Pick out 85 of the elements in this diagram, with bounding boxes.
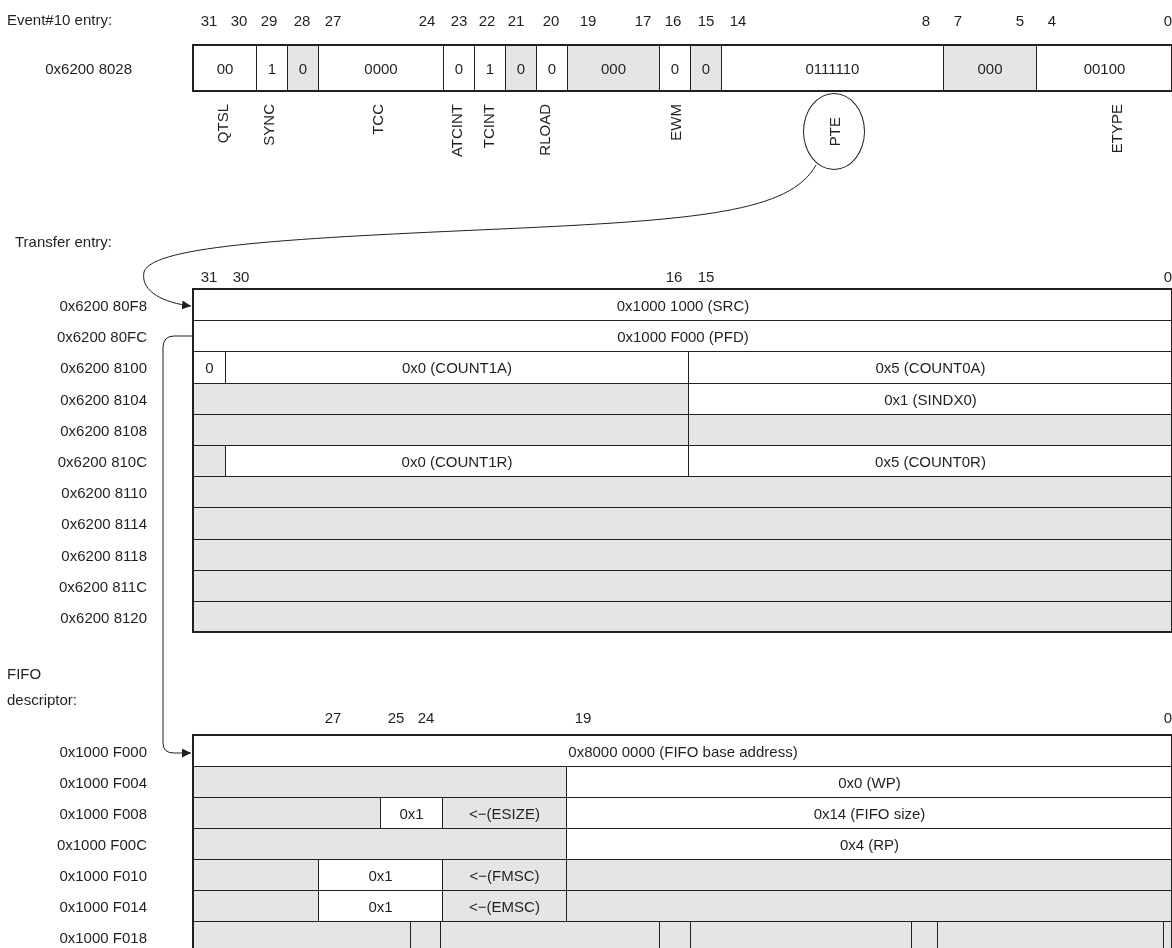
reserved-cell: [193, 890, 319, 922]
bit-number: 8: [921, 12, 931, 28]
reserved-cell: [193, 859, 319, 891]
address-label: 0x6200 8028: [45, 60, 132, 76]
address-label: 0x1000 F000: [59, 743, 147, 758]
bit-number: 24: [418, 12, 436, 28]
bit-number: 21: [507, 12, 525, 28]
address-label: 0x6200 8108: [60, 422, 147, 437]
bit-number: 19: [579, 12, 597, 28]
reserved-cell: [193, 476, 1172, 508]
address-label: 0x1000 F004: [59, 774, 147, 789]
address-label: 0x6200 8114: [61, 515, 147, 531]
bit-number: 17: [634, 12, 652, 28]
register-cell: 0: [690, 45, 722, 92]
address-label: 0x1000 F014: [59, 898, 147, 913]
connector-arrow: [143, 164, 817, 310]
bit-number: 19: [574, 709, 592, 725]
register-cell: 0: [505, 45, 537, 92]
bit-number: 30: [232, 268, 250, 284]
reserved-cell: [193, 570, 1172, 602]
address-label: 0x6200 810C: [57, 453, 147, 468]
bit-number: 0: [1163, 709, 1172, 725]
reserved-cell: [566, 859, 1172, 891]
bit-number: 15: [697, 12, 715, 28]
reserved-cell: [193, 828, 567, 860]
address-label: 0x6200 80FC: [56, 328, 147, 343]
bit-number: 0: [1163, 268, 1172, 284]
section-heading: Transfer entry:: [15, 232, 112, 252]
address-label: 0x6200 8110: [61, 484, 147, 499]
bit-number: 4: [1047, 12, 1057, 28]
reserved-cell: [193, 539, 1172, 571]
address-label: 0x1000 F018: [59, 929, 147, 944]
reserved-cell: [193, 766, 567, 798]
field-name: RLOAD: [537, 104, 552, 156]
register-cell: 0: [287, 45, 319, 92]
bit-number: 16: [664, 12, 682, 28]
bit-number: 25: [387, 709, 405, 725]
bit-number: 22: [478, 12, 496, 28]
section-heading: FIFO descriptor:: [7, 664, 79, 710]
address-label: 0x1000 F010: [59, 867, 147, 882]
bit-number: 20: [542, 12, 560, 28]
bit-number: 14: [729, 12, 747, 28]
register-cell: <−(ESIZE): [442, 797, 567, 829]
field-name: EWM: [668, 104, 683, 141]
reserved-cell: [193, 601, 1172, 633]
reserved-cell: [193, 797, 381, 829]
reserved-cell: [193, 507, 1172, 540]
bit-number: 24: [417, 709, 435, 725]
bit-number: 16: [665, 268, 683, 284]
field-name: ATCINT: [449, 104, 464, 158]
bit-number: 31: [200, 268, 218, 284]
bit-number: 27: [324, 709, 342, 725]
address-label: 0x6200 8120: [60, 609, 147, 624]
register-cell: <−(FMSC): [442, 859, 567, 891]
register-cell: <−(EMSC): [442, 890, 567, 922]
section-heading: Event#10 entry:: [7, 10, 113, 30]
bit-number: 31: [200, 12, 218, 28]
address-label: 0x6200 8118: [61, 547, 147, 562]
address-label: 0x1000 F00C: [56, 836, 147, 851]
field-name: SYNC: [261, 104, 276, 146]
field-name: ETYPE: [1109, 104, 1124, 154]
bit-number: 15: [697, 268, 715, 284]
reserved-cell: [193, 414, 689, 446]
bit-number: 7: [953, 12, 963, 28]
field-name: TCINT: [481, 104, 496, 149]
address-label: 0x6200 80F8: [59, 297, 147, 312]
field-name: TCC: [370, 104, 385, 135]
register-cell: 000: [943, 45, 1037, 92]
field-name: QTSL: [215, 104, 230, 144]
bit-number: 27: [324, 12, 342, 28]
connector-arrow: [162, 335, 193, 758]
bit-number: 30: [230, 12, 248, 28]
bit-number: 29: [260, 12, 278, 28]
bit-number: 28: [293, 12, 311, 28]
highlight-ellipse: PTE: [803, 93, 865, 170]
address-label: 0x6200 8100: [60, 359, 147, 375]
reserved-cell: [193, 383, 689, 415]
address-label: 0x6200 811C: [58, 578, 147, 593]
address-label: 0x1000 F008: [59, 805, 147, 820]
address-label: 0x6200 8104: [60, 391, 147, 406]
bit-number: 23: [450, 12, 468, 28]
bit-number: 5: [1015, 12, 1025, 28]
reserved-cell: [688, 414, 1172, 446]
bit-number: 0: [1163, 12, 1172, 28]
reserved-cell: [566, 890, 1172, 922]
